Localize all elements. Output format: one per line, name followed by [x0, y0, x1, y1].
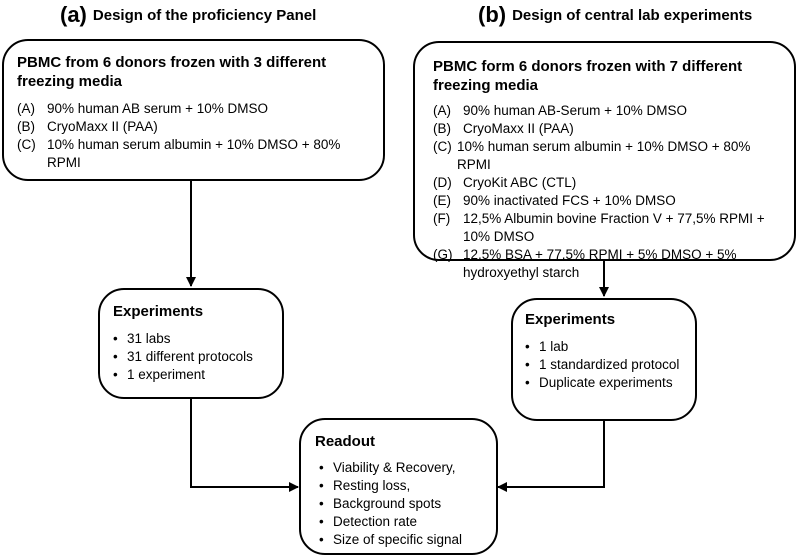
arrow-a-experiments-to-readout	[190, 398, 299, 492]
media-item: (A)90% human AB-Serum + 10% DMSO	[433, 103, 687, 118]
panel-a-experiments-title: Experiments	[113, 303, 204, 320]
readout-title: Readout	[315, 433, 375, 450]
panel-b-title: Design of central lab experiments	[512, 6, 753, 24]
list-item: 31 different protocols	[113, 348, 272, 366]
list-item: 31 labs	[113, 330, 272, 348]
list-item: Background spots	[315, 495, 488, 513]
list-item: Viability & Recovery,	[315, 459, 488, 477]
list-item: 1 experiment	[113, 366, 272, 384]
list-item: Duplicate experiments	[525, 374, 687, 392]
media-item: (E)90% inactivated FCS + 10% DMSO	[433, 193, 676, 208]
panel-b-media-list: (A)90% human AB-Serum + 10% DMSO (B)Cryo…	[433, 102, 784, 282]
list-item: Detection rate	[315, 513, 488, 531]
panel-b-media-title: PBMC form 6 donors frozen with 7 differe…	[433, 58, 743, 94]
media-item: (F)12,5% Albumin bovine Fraction V + 77,…	[433, 211, 765, 244]
list-item: 1 standardized protocol	[525, 356, 687, 374]
panel-b-letter: (b)	[478, 2, 507, 27]
list-item: 1 lab	[525, 338, 687, 356]
panel-b-experiments-title: Experiments	[525, 311, 616, 328]
panel-a-experiments-box: Experiments 31 labs 31 different protoco…	[98, 288, 284, 399]
panel-a-media-list: (A)90% human AB serum + 10% DMSO (B)Cryo…	[17, 100, 371, 172]
media-item: (D)CryoKit ABC (CTL)	[433, 175, 577, 190]
arrow-b-experiments-to-readout	[497, 420, 605, 492]
panel-a-experiments-list: 31 labs 31 different protocols 1 experim…	[113, 330, 272, 384]
readout-list: Viability & Recovery, Resting loss, Back…	[315, 459, 488, 549]
media-item: (B)CryoMaxx II (PAA)	[433, 121, 574, 136]
panel-b-heading: (b) Design of central lab experiments	[478, 2, 752, 28]
panel-a-title: Design of the proficiency Panel	[92, 6, 317, 24]
readout-box: Readout Viability & Recovery, Resting lo…	[299, 418, 498, 555]
panel-a-letter: (a)	[60, 2, 87, 27]
panel-a-media-title: PBMC from 6 donors frozen with 3 differe…	[17, 54, 327, 90]
panel-a-media-box: PBMC from 6 donors frozen with 3 differe…	[2, 39, 385, 181]
media-item: (G)12,5% BSA + 77,5% RPMI + 5% DMSO + 5%…	[433, 247, 737, 280]
panel-b-experiments-box: Experiments 1 lab 1 standardized protoco…	[511, 298, 697, 421]
panel-a-heading: (a) Design of the proficiency Panel	[60, 2, 316, 28]
media-item: (C)10% human serum albumin + 10% DMSO + …	[17, 137, 341, 170]
media-item: (B)CryoMaxx II (PAA)	[17, 119, 158, 134]
list-item: Size of specific signal	[315, 531, 488, 549]
list-item: Resting loss,	[315, 477, 488, 495]
panel-b-experiments-list: 1 lab 1 standardized protocol Duplicate …	[525, 338, 687, 392]
panel-b-media-box: PBMC form 6 donors frozen with 7 differe…	[413, 41, 796, 280]
media-item: (A)90% human AB serum + 10% DMSO	[17, 101, 268, 116]
media-item: (C)10% human serum albumin + 10% DMSO + …	[433, 139, 751, 172]
